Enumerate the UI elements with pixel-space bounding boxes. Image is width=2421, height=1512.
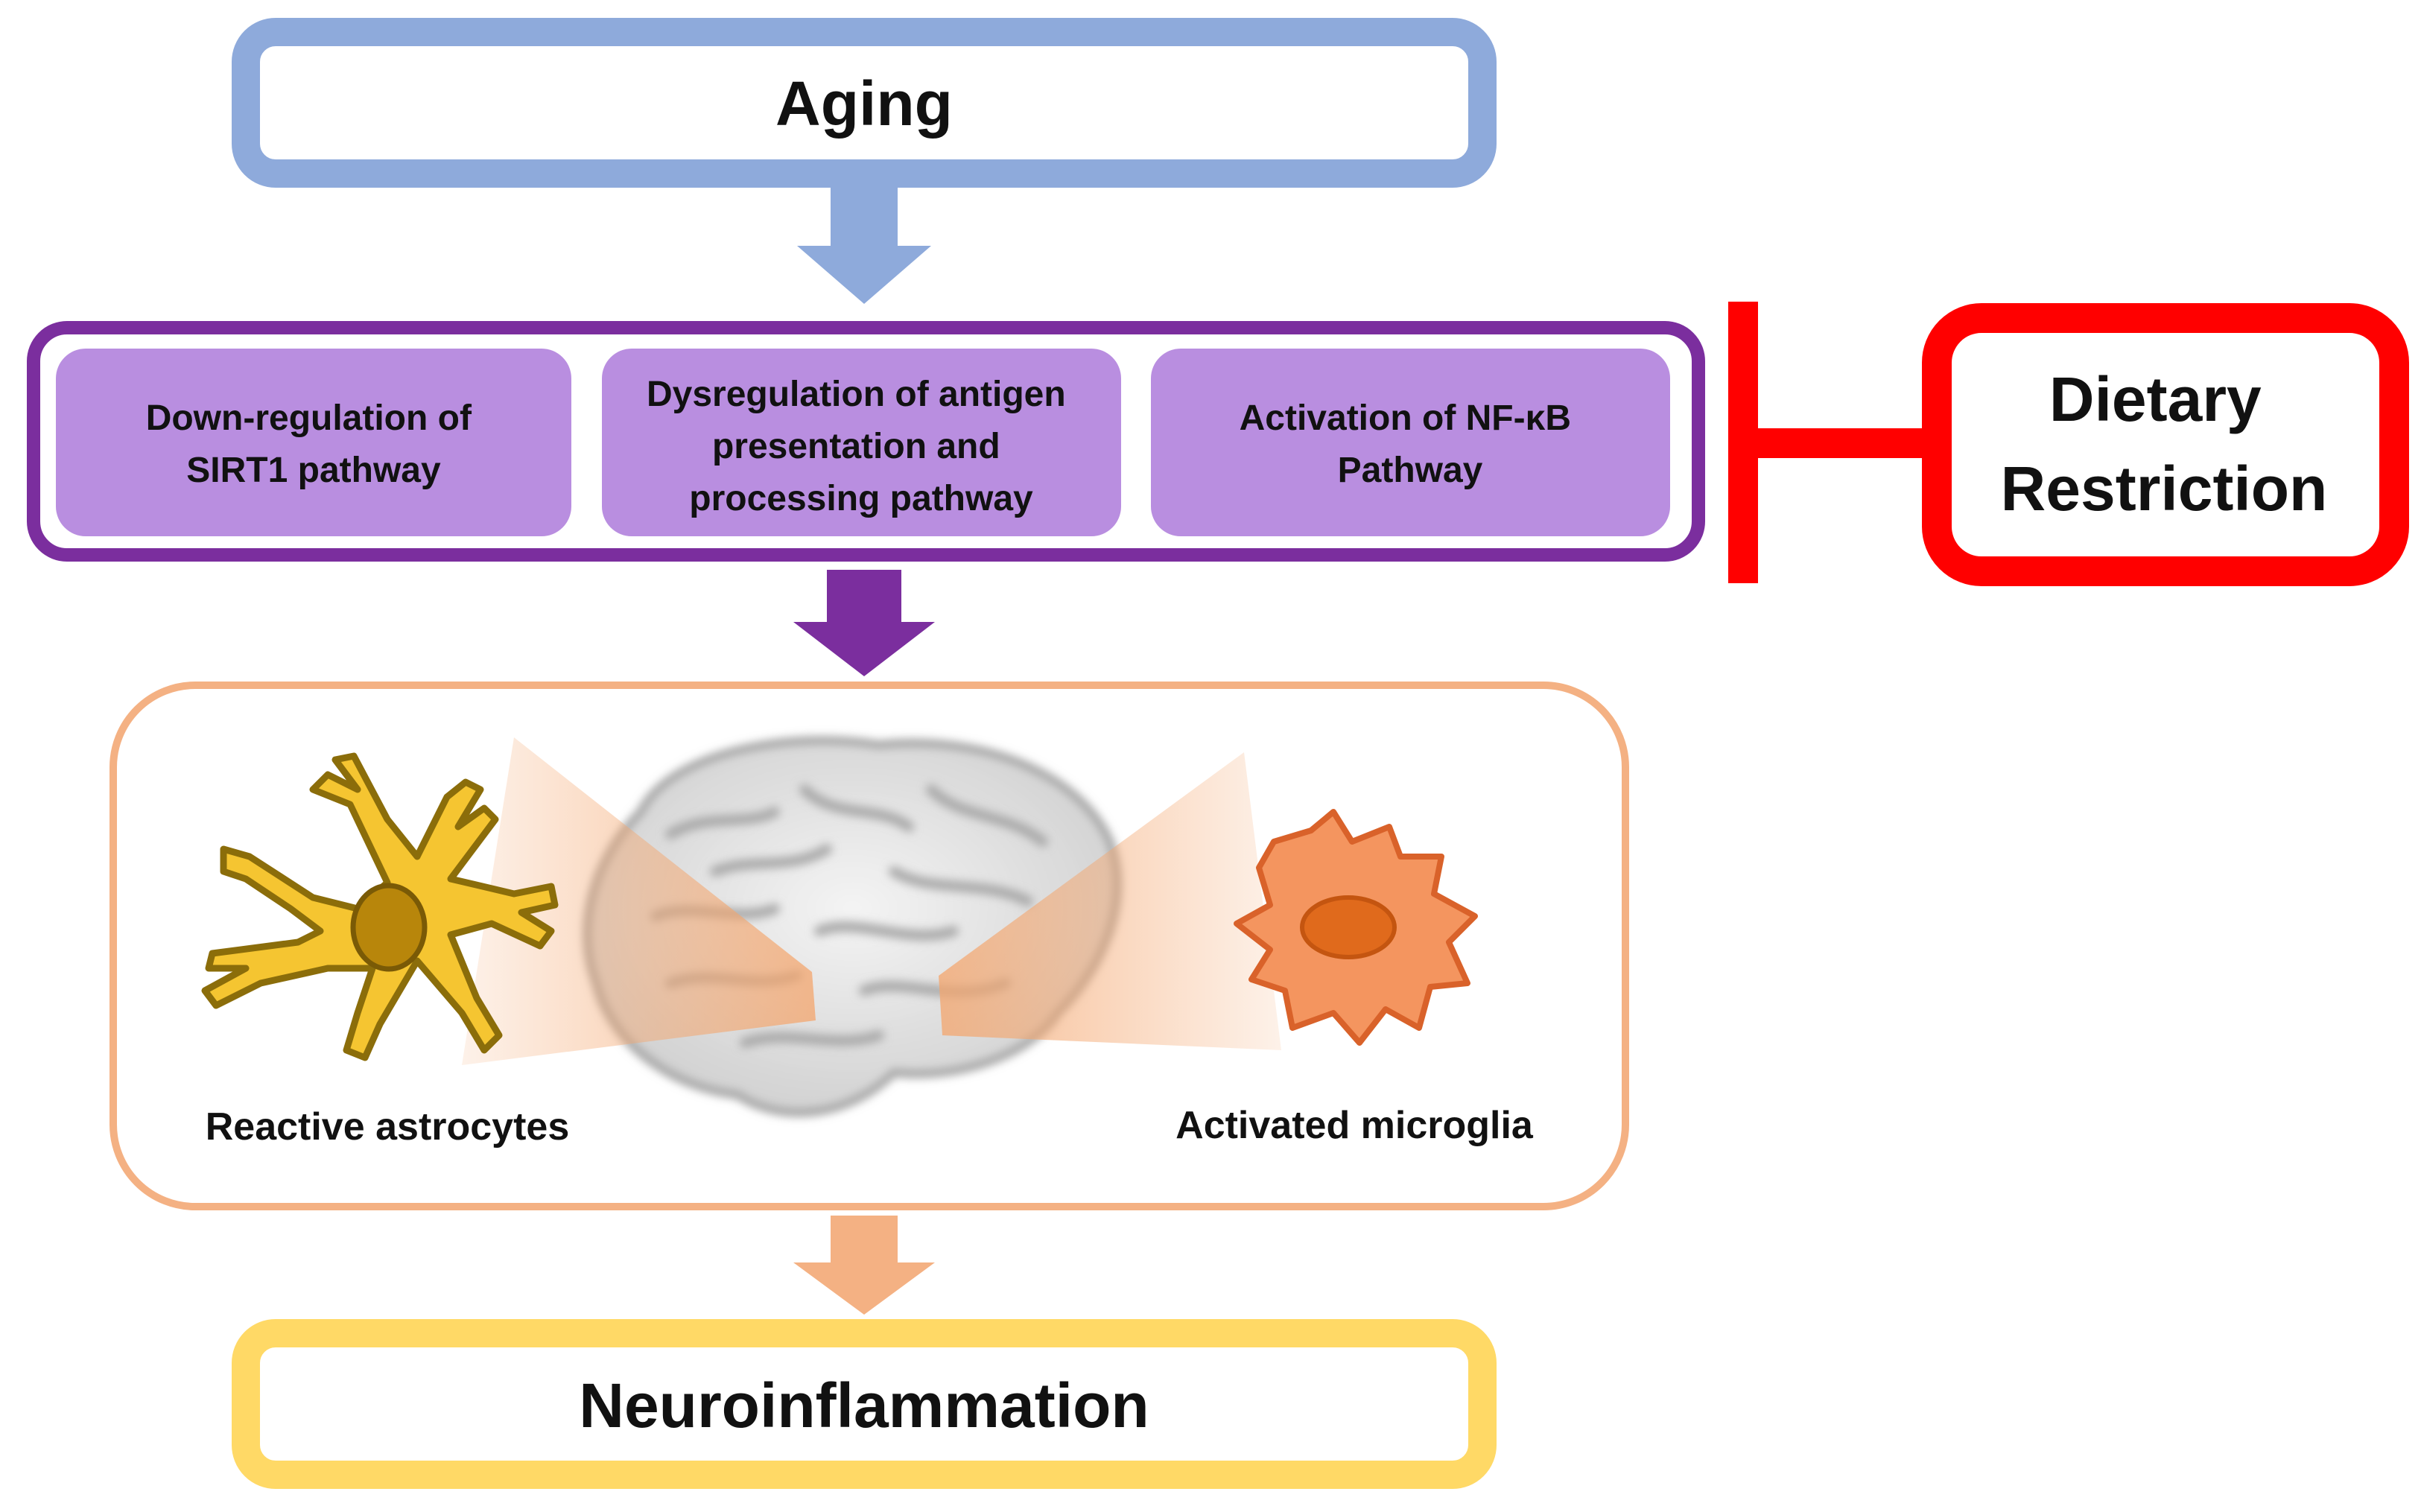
neuroinflammation-label: Neuroinflammation [579, 1370, 1149, 1440]
arrow-pathways-to-brain [793, 570, 935, 676]
astrocyte-zoom-beam [462, 737, 816, 1065]
aging-box [232, 18, 1497, 188]
neuroinflammation-box [232, 1319, 1497, 1489]
microglia-label: Activated microglia [1175, 1104, 1534, 1147]
reactive-astrocyte-icon [201, 752, 559, 1061]
pathway-box-antigen [602, 349, 1121, 536]
inhibition-bar [1728, 302, 1758, 583]
pathway-antigen-label: Dysregulation of antigen presentation an… [647, 375, 1076, 518]
dietary-restriction-box [1922, 303, 2409, 586]
astrocyte-label: Reactive astrocytes [206, 1105, 570, 1149]
inhibition-connector [1758, 428, 1923, 458]
aging-label: Aging [775, 69, 953, 139]
pathway-nfkb-label: Activation of NF-κB Pathway [1240, 398, 1581, 490]
arrow-aging-to-pathways [797, 186, 931, 304]
dietary-restriction-label: Dietary Restriction [2001, 364, 2328, 524]
pathway-box-nfkb [1151, 349, 1670, 536]
arrow-brain-to-neuroinflammation [793, 1216, 935, 1315]
pathway-box-sirt1 [56, 349, 571, 536]
activated-microglia-icon [1234, 809, 1478, 1046]
microglia-zoom-beam [939, 752, 1281, 1050]
pathway-sirt1-label: Down-regulation of SIRT1 pathway [146, 398, 482, 490]
